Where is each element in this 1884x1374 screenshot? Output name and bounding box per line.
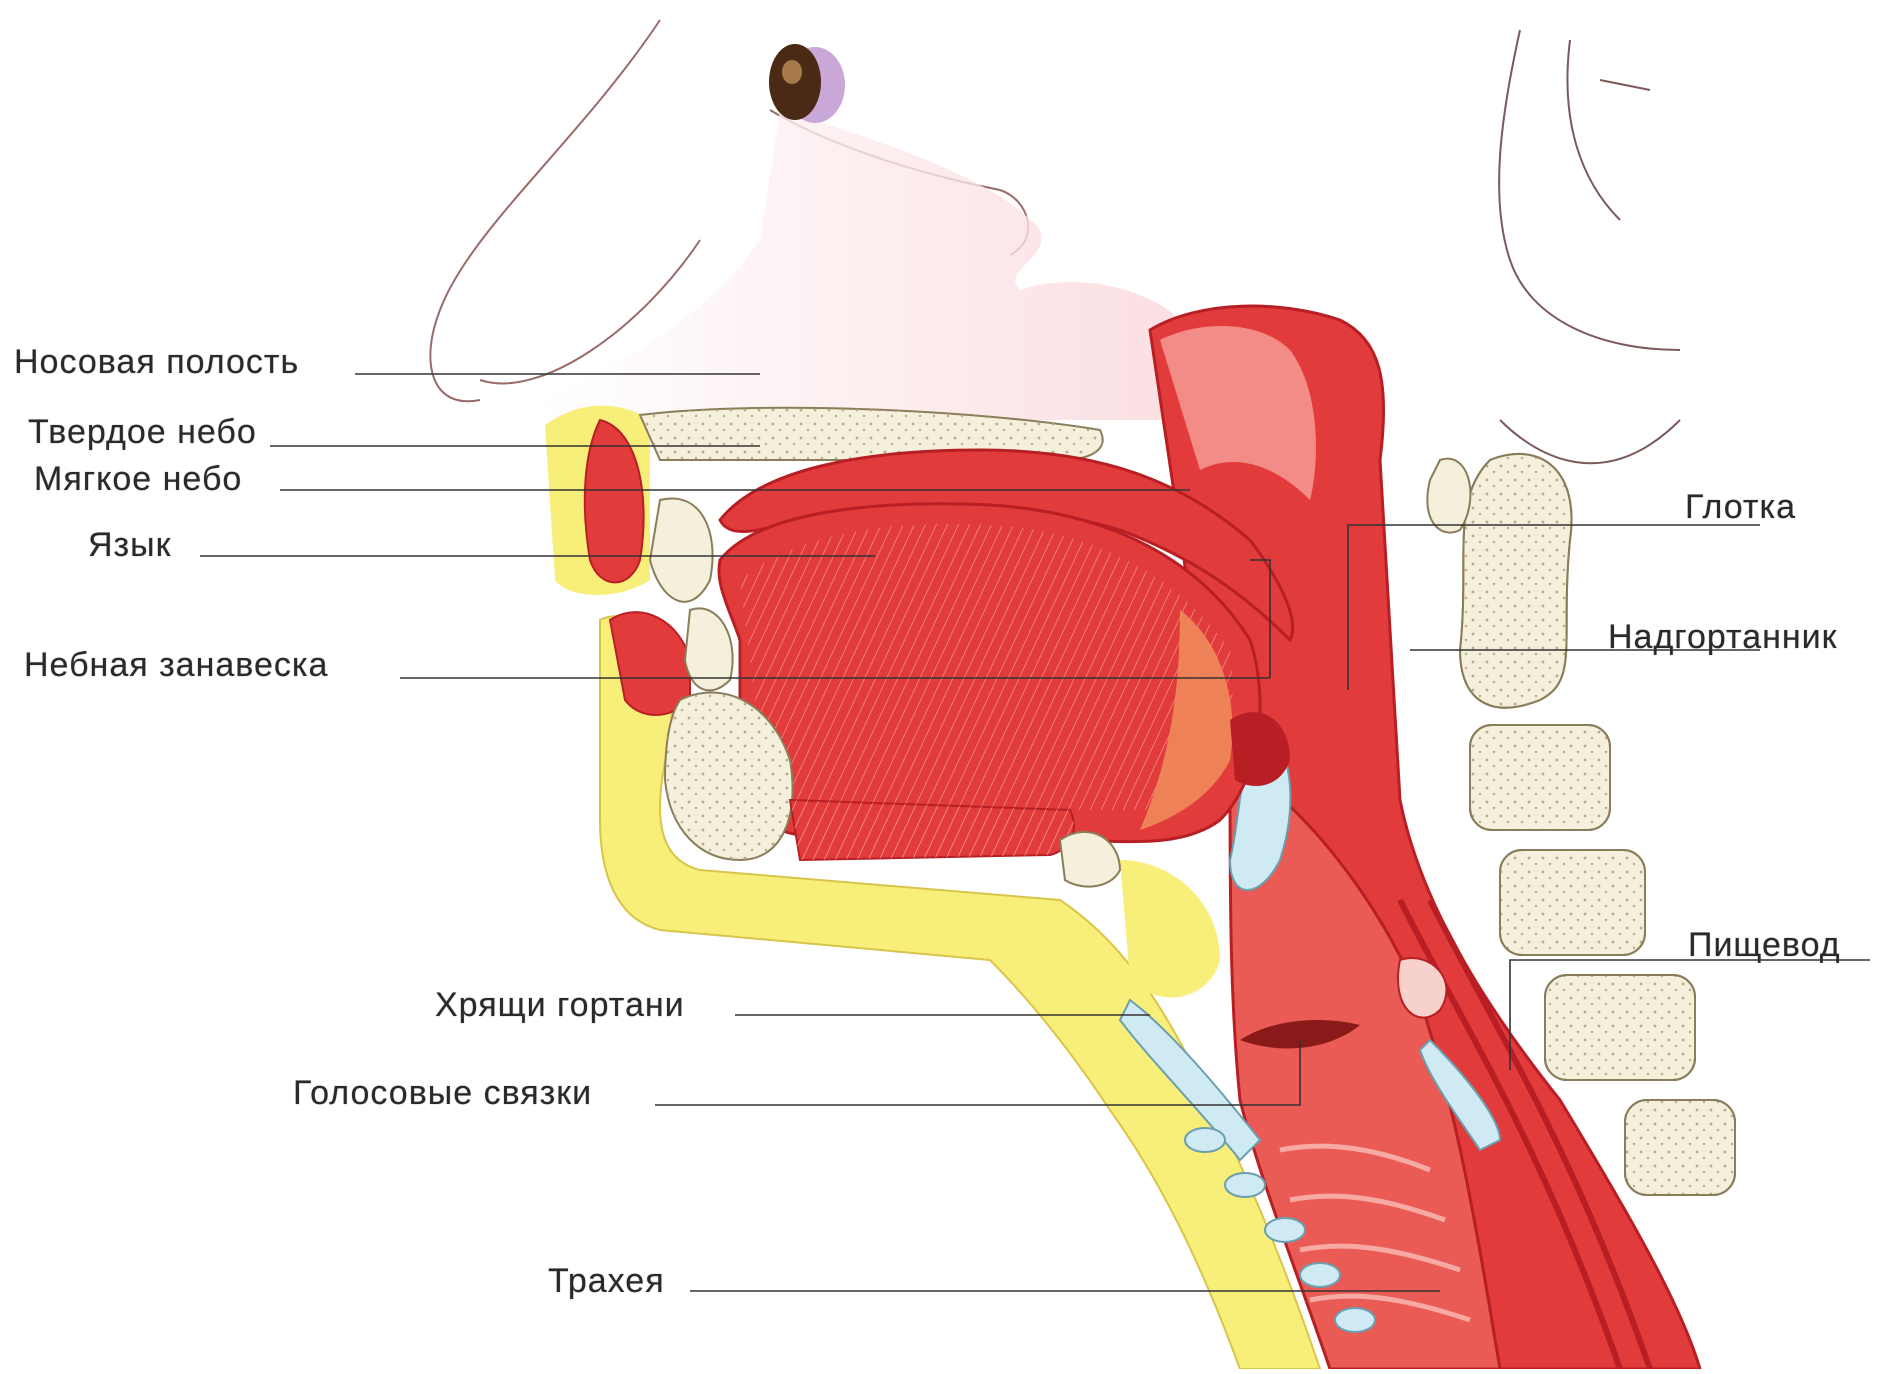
skull-base-lines [1499, 30, 1680, 463]
thyroid-tissue [1120, 860, 1220, 997]
label-velum: Небная занавеска [24, 648, 328, 682]
label-soft-palate: Мягкое небо [34, 462, 242, 496]
upper-front-tooth [650, 498, 713, 601]
eye-icon [769, 44, 845, 123]
label-hard-palate: Твердое небо [28, 415, 257, 449]
label-nasal-cavity: Носовая полость [14, 345, 299, 379]
label-pharynx: Глотка [1685, 490, 1796, 524]
floor-muscle-fibers [790, 800, 1074, 860]
label-tongue: Язык [88, 528, 171, 562]
label-epiglottis: Надгортанник [1608, 620, 1838, 654]
label-trachea: Трахея [548, 1264, 665, 1298]
label-larynx-cartilage: Хрящи гортани [435, 988, 685, 1022]
label-esophagus: Пищевод [1688, 928, 1841, 962]
label-vocal-cords: Голосовые связки [293, 1076, 592, 1110]
